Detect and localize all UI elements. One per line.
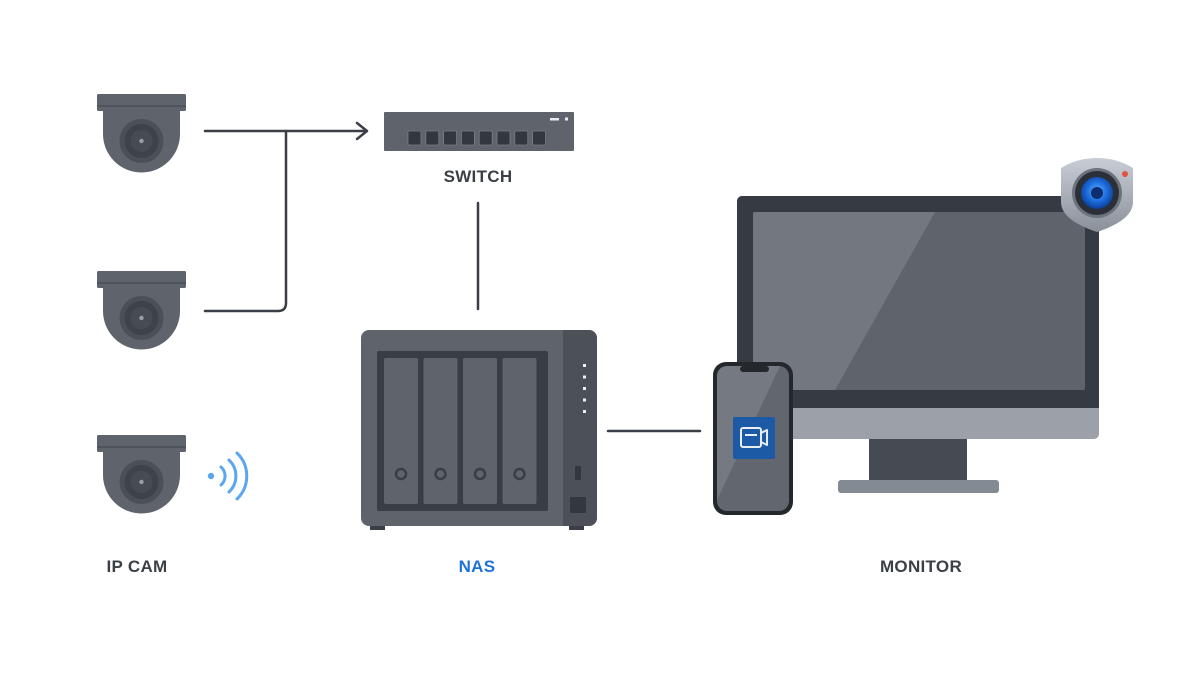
switch-ports — [407, 130, 546, 146]
nas-drive-bay — [463, 358, 497, 504]
status-led — [583, 410, 586, 413]
ip-cam-label: IP CAM — [106, 557, 168, 576]
switch-port — [425, 130, 440, 146]
nas-label: NAS — [458, 557, 496, 576]
nas-drive-bay — [423, 358, 458, 504]
drive-latch-icon — [473, 467, 487, 481]
nas-status-leds — [583, 364, 586, 413]
switch-port — [407, 130, 422, 146]
ip-camera-3 — [97, 435, 186, 514]
monitor-label: MONITOR — [879, 557, 963, 576]
surveillance-app-badge-icon — [1061, 158, 1133, 232]
switch-port — [514, 130, 529, 146]
switch-port — [496, 130, 511, 146]
nas-device — [361, 330, 597, 530]
ip-camera-1 — [97, 94, 186, 173]
connection-lines — [203, 121, 702, 433]
drive-latch-icon — [394, 467, 408, 481]
switch-port — [478, 130, 493, 146]
status-led — [583, 398, 586, 402]
nas-drive-bays — [384, 358, 537, 504]
switch-port — [443, 130, 458, 146]
network-switch — [384, 112, 574, 151]
arrowhead-icon — [355, 121, 369, 141]
status-led — [583, 375, 586, 379]
switch-label: SWITCH — [443, 167, 513, 186]
monitor-screen — [753, 212, 1085, 390]
status-led — [583, 364, 586, 367]
desktop-monitor — [737, 196, 1099, 493]
nas-drive-bay — [502, 358, 537, 504]
ip-camera-2 — [97, 271, 186, 350]
switch-port — [460, 130, 475, 146]
link-camera2-switch — [203, 129, 288, 313]
switch-port — [532, 130, 546, 146]
nas-drive-bay — [384, 358, 418, 504]
surveillance-app-icon — [733, 417, 775, 459]
drive-latch-icon — [434, 467, 447, 481]
wireless-signal-icon — [207, 451, 249, 501]
drive-latch-icon — [513, 467, 526, 481]
status-led — [583, 387, 586, 390]
